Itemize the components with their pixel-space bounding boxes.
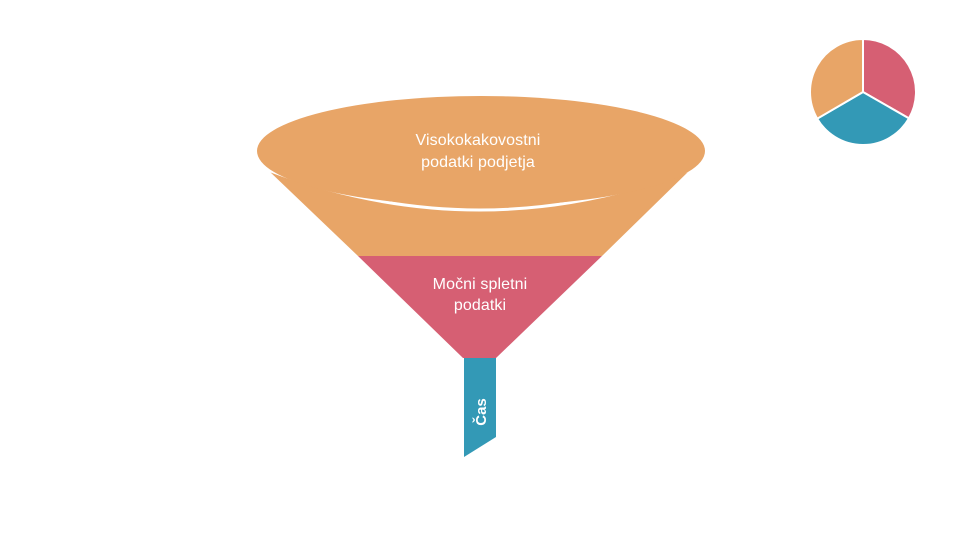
pie-icon-segment-3 (809, 37, 864, 121)
top-label-line1: Visokokakovostni (416, 132, 541, 149)
funnel-pink-section (358, 256, 602, 358)
spout-label: Čas (472, 398, 490, 426)
middle-label-line2: podatki (454, 297, 506, 314)
pie-icon-segment-2 (815, 90, 911, 146)
middle-label-line1: Močni spletni (433, 276, 528, 293)
funnel-spout (464, 358, 496, 457)
top-label-line2: podatki podjetja (421, 154, 535, 171)
funnel-top-ellipse (257, 96, 705, 206)
pie-chart-icon (809, 37, 917, 146)
